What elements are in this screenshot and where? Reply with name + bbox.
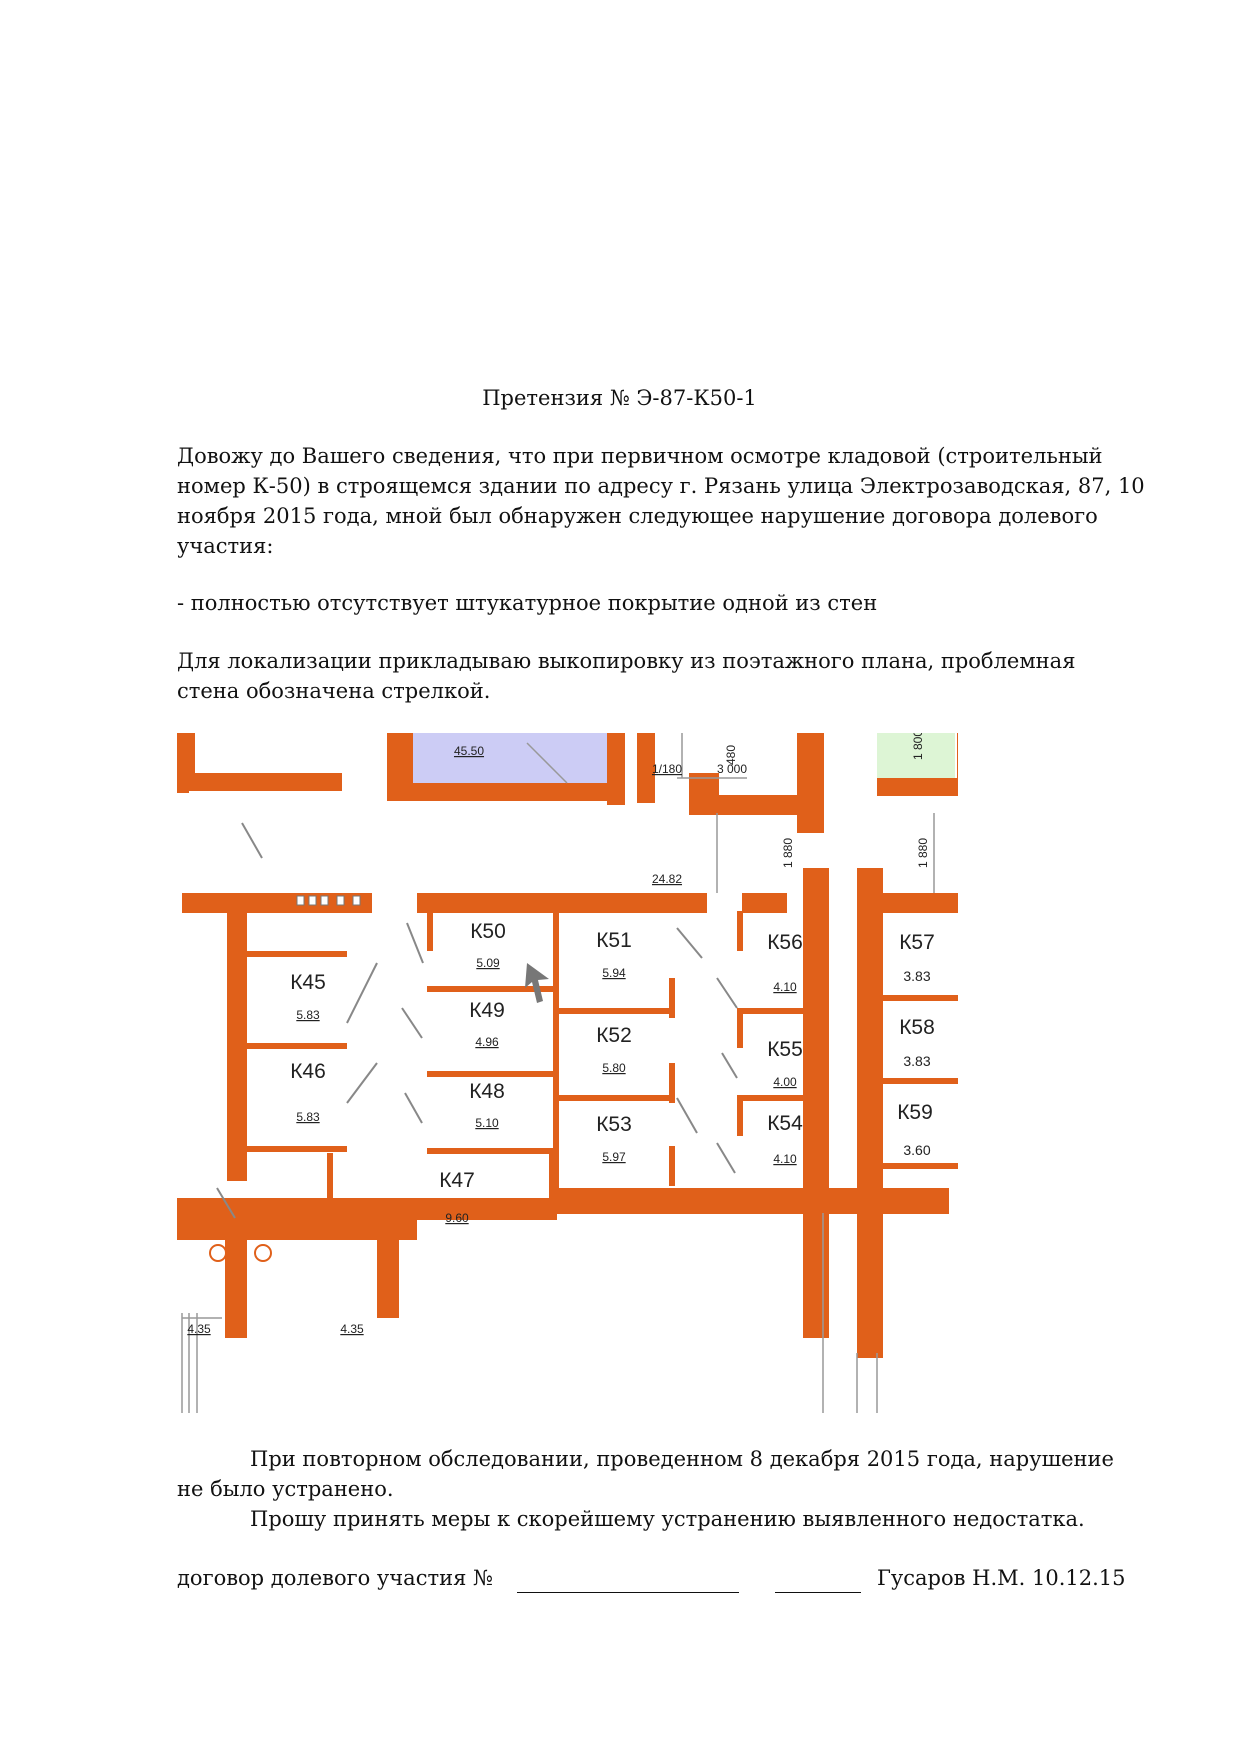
room-k58-area: 3.83 xyxy=(903,1053,930,1069)
room-k45-name: К45 xyxy=(290,971,326,994)
room-k50-name: К50 xyxy=(470,920,506,943)
room-k56-area: 4.10 xyxy=(773,980,797,994)
room-k51-area: 5.94 xyxy=(602,966,626,980)
room-k48-name: К48 xyxy=(469,1080,505,1103)
violation-item: - полностью отсутствует штукатурное покр… xyxy=(177,591,878,615)
room-k51-name: К51 xyxy=(596,929,632,952)
localization-line-1: Для локализации прикладываю выкопировку … xyxy=(177,649,1076,673)
stair-right-area-label: 4.35 xyxy=(340,1322,364,1336)
arrow-icon xyxy=(525,963,549,1003)
room-k55-area: 4.00 xyxy=(773,1075,797,1089)
room-k57-name: К57 xyxy=(899,931,935,954)
dim-1880a-label: 1 880 xyxy=(781,838,795,868)
room-k56-name: К56 xyxy=(767,931,803,954)
dim-480-label: 480 xyxy=(724,745,738,765)
hall-area-label: 45.50 xyxy=(454,744,484,758)
room-k59-area: 3.60 xyxy=(903,1142,930,1158)
room-k49-name: К49 xyxy=(469,999,505,1022)
room-k50-area: 5.09 xyxy=(476,956,500,970)
room-k53-area: 5.97 xyxy=(602,1150,626,1164)
contract-label: договор долевого участия № xyxy=(177,1566,493,1590)
dim-180-label: 1/180 xyxy=(652,762,682,776)
room-k49-area: 4.96 xyxy=(475,1035,499,1049)
room-k59-name: К59 xyxy=(897,1101,933,1124)
room-k47-area: 9.60 xyxy=(445,1211,469,1225)
stair-left-area-label: 4.35 xyxy=(187,1322,211,1336)
intro-line-2: номер К-50) в строящемся здании по адрес… xyxy=(177,474,1145,498)
floor-plan-drawing: К45 5.83 К46 5.83 К47 9.60 К48 5.10 К49 … xyxy=(177,733,958,1413)
room-k46-area: 5.83 xyxy=(296,1110,320,1124)
room-k48-area: 5.10 xyxy=(475,1116,499,1130)
localization-line-2: стена обозначена стрелкой. xyxy=(177,679,491,703)
room-k52-name: К52 xyxy=(596,1024,632,1047)
dim-1800-label: 1 800 xyxy=(911,733,925,760)
contract-number-blank xyxy=(517,1592,739,1593)
intro-line-1: Довожу до Вашего сведения, что при перви… xyxy=(177,444,1103,468)
room-k53-name: К53 xyxy=(596,1113,632,1136)
room-k47-name: К47 xyxy=(439,1169,475,1192)
request-line: Прошу принять меры к скорейшему устранен… xyxy=(250,1507,1085,1531)
room-k45-area: 5.83 xyxy=(296,1008,320,1022)
claim-title: Претензия № Э-87-К50-1 xyxy=(482,386,757,410)
room-k57-area: 3.83 xyxy=(903,968,930,984)
room-k55-name: К55 xyxy=(767,1038,803,1061)
repeat-inspection-line-2: не было устранено. xyxy=(177,1477,394,1501)
dim-1880b-label: 1 880 xyxy=(916,838,930,868)
dim-3000-label: 3 000 xyxy=(717,762,747,776)
signature-blank xyxy=(775,1592,861,1593)
intro-line-4: участия: xyxy=(177,534,274,558)
room-k52-area: 5.80 xyxy=(602,1061,626,1075)
signature-text: Гусаров Н.М. 10.12.15 xyxy=(877,1566,1126,1590)
room-k46-name: К46 xyxy=(290,1060,326,1083)
corridor-area-label: 24.82 xyxy=(652,872,682,886)
room-k54-name: К54 xyxy=(767,1112,803,1135)
intro-line-3: ноября 2015 года, мной был обнаружен сле… xyxy=(177,504,1098,528)
room-k54-area: 4.10 xyxy=(773,1152,797,1166)
floor-plan: К45 5.83 К46 5.83 К47 9.60 К48 5.10 К49 … xyxy=(177,733,958,1413)
room-k58-name: К58 xyxy=(899,1016,935,1039)
repeat-inspection-line-1: При повторном обследовании, проведенном … xyxy=(250,1447,1114,1471)
